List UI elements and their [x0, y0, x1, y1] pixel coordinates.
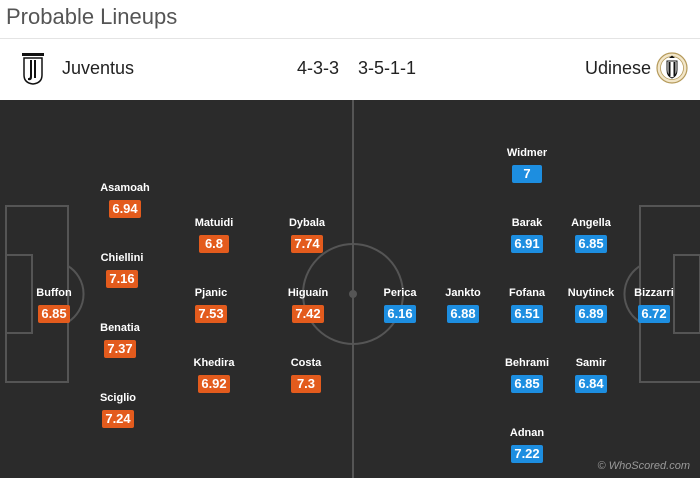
player-sciglio[interactable]: Sciglio 7.24: [83, 391, 153, 428]
player-name: Widmer: [506, 147, 548, 159]
player-rating: 6.51: [511, 305, 543, 323]
home-team-name: Juventus: [62, 58, 135, 78]
player-behrami[interactable]: Behrami 6.85: [492, 356, 562, 393]
player-rating: 7: [512, 165, 542, 183]
pitch-markings: [5, 100, 700, 478]
player-rating: 7.24: [102, 410, 134, 428]
player-barak[interactable]: Barak 6.91: [492, 216, 562, 253]
player-khedira[interactable]: Khedira 6.92: [179, 356, 249, 393]
player-name: Nuytinck: [567, 287, 615, 299]
player-name: Buffon: [36, 287, 72, 299]
player-name: Sciglio: [99, 392, 137, 404]
player-rating: 7.16: [106, 270, 138, 288]
pitch: Buffon 6.85 Asamoah 6.94 Chiellini 7.16 …: [0, 100, 700, 478]
player-rating: 6.91: [511, 235, 543, 253]
away-team-name: Udinese: [585, 58, 652, 78]
player-costa[interactable]: Costa 7.3: [271, 356, 341, 393]
player-pjanic[interactable]: Pjanic 7.53: [176, 286, 246, 323]
player-name: Pjanic: [194, 287, 228, 299]
player-perica[interactable]: Perica 6.16: [365, 286, 435, 323]
player-rating: 7.37: [104, 340, 136, 358]
player-fofana[interactable]: Fofana 6.51: [492, 286, 562, 323]
player-name: Dybala: [288, 217, 326, 229]
player-name: Fofana: [508, 287, 546, 299]
player-dybala[interactable]: Dybala 7.74: [272, 216, 342, 253]
player-higuain[interactable]: Higuaín 7.42: [273, 286, 343, 323]
page-title: Probable Lineups: [6, 4, 178, 29]
away-formation: 3-5-1-1: [358, 58, 417, 78]
player-rating: 6.92: [198, 375, 230, 393]
player-name: Behrami: [504, 357, 550, 369]
player-rating: 6.85: [511, 375, 543, 393]
juventus-logo-icon: [22, 53, 44, 85]
player-name: Angella: [571, 217, 611, 229]
player-jankto[interactable]: Jankto 6.88: [428, 286, 498, 323]
player-rating: 7.3: [291, 375, 321, 393]
player-rating: 6.84: [575, 375, 607, 393]
player-rating: 7.42: [292, 305, 324, 323]
player-widmer[interactable]: Widmer 7: [492, 146, 562, 183]
player-chiellini[interactable]: Chiellini 7.16: [87, 251, 157, 288]
player-samir[interactable]: Samir 6.84: [556, 356, 626, 393]
player-name: Benatia: [100, 322, 140, 334]
player-name: Barak: [511, 217, 543, 229]
watermark: © WhoScored.com: [597, 460, 690, 472]
udinese-logo-icon: [656, 52, 688, 84]
player-asamoah[interactable]: Asamoah 6.94: [90, 181, 160, 218]
player-matuidi[interactable]: Matuidi 6.8: [179, 216, 249, 253]
player-rating: 6.85: [575, 235, 607, 253]
player-bizzarri[interactable]: Bizzarri 6.72: [619, 286, 689, 323]
player-name: Costa: [290, 357, 322, 369]
player-name: Jankto: [445, 287, 481, 299]
player-rating: 7.74: [291, 235, 323, 253]
match-header: Juventus 4-3-3 3-5-1-1 Udinese: [0, 38, 700, 98]
player-adnan[interactable]: Adnan 7.22: [492, 426, 562, 463]
player-name: Perica: [383, 287, 417, 299]
player-rating: 6.85: [38, 305, 70, 323]
player-benatia[interactable]: Benatia 7.37: [85, 321, 155, 358]
home-formation: 4-3-3: [297, 58, 340, 78]
player-rating: 6.94: [109, 200, 141, 218]
player-name: Samir: [575, 357, 607, 369]
player-nuytinck[interactable]: Nuytinck 6.89: [556, 286, 626, 323]
player-rating: 6.89: [575, 305, 607, 323]
player-name: Bizzarri: [634, 287, 674, 299]
player-rating: 6.88: [447, 305, 479, 323]
player-name: Adnan: [509, 427, 545, 439]
player-buffon[interactable]: Buffon 6.85: [19, 286, 89, 323]
player-angella[interactable]: Angella 6.85: [556, 216, 626, 253]
player-name: Khedira: [193, 357, 235, 369]
player-rating: 6.16: [384, 305, 416, 323]
player-name: Asamoah: [100, 182, 150, 194]
player-name: Chiellini: [100, 252, 144, 264]
player-rating: 6.8: [199, 235, 229, 253]
player-rating: 7.53: [195, 305, 227, 323]
player-rating: 7.22: [511, 445, 543, 463]
player-name: Higuaín: [287, 287, 329, 299]
player-name: Matuidi: [194, 217, 234, 229]
player-rating: 6.72: [638, 305, 670, 323]
